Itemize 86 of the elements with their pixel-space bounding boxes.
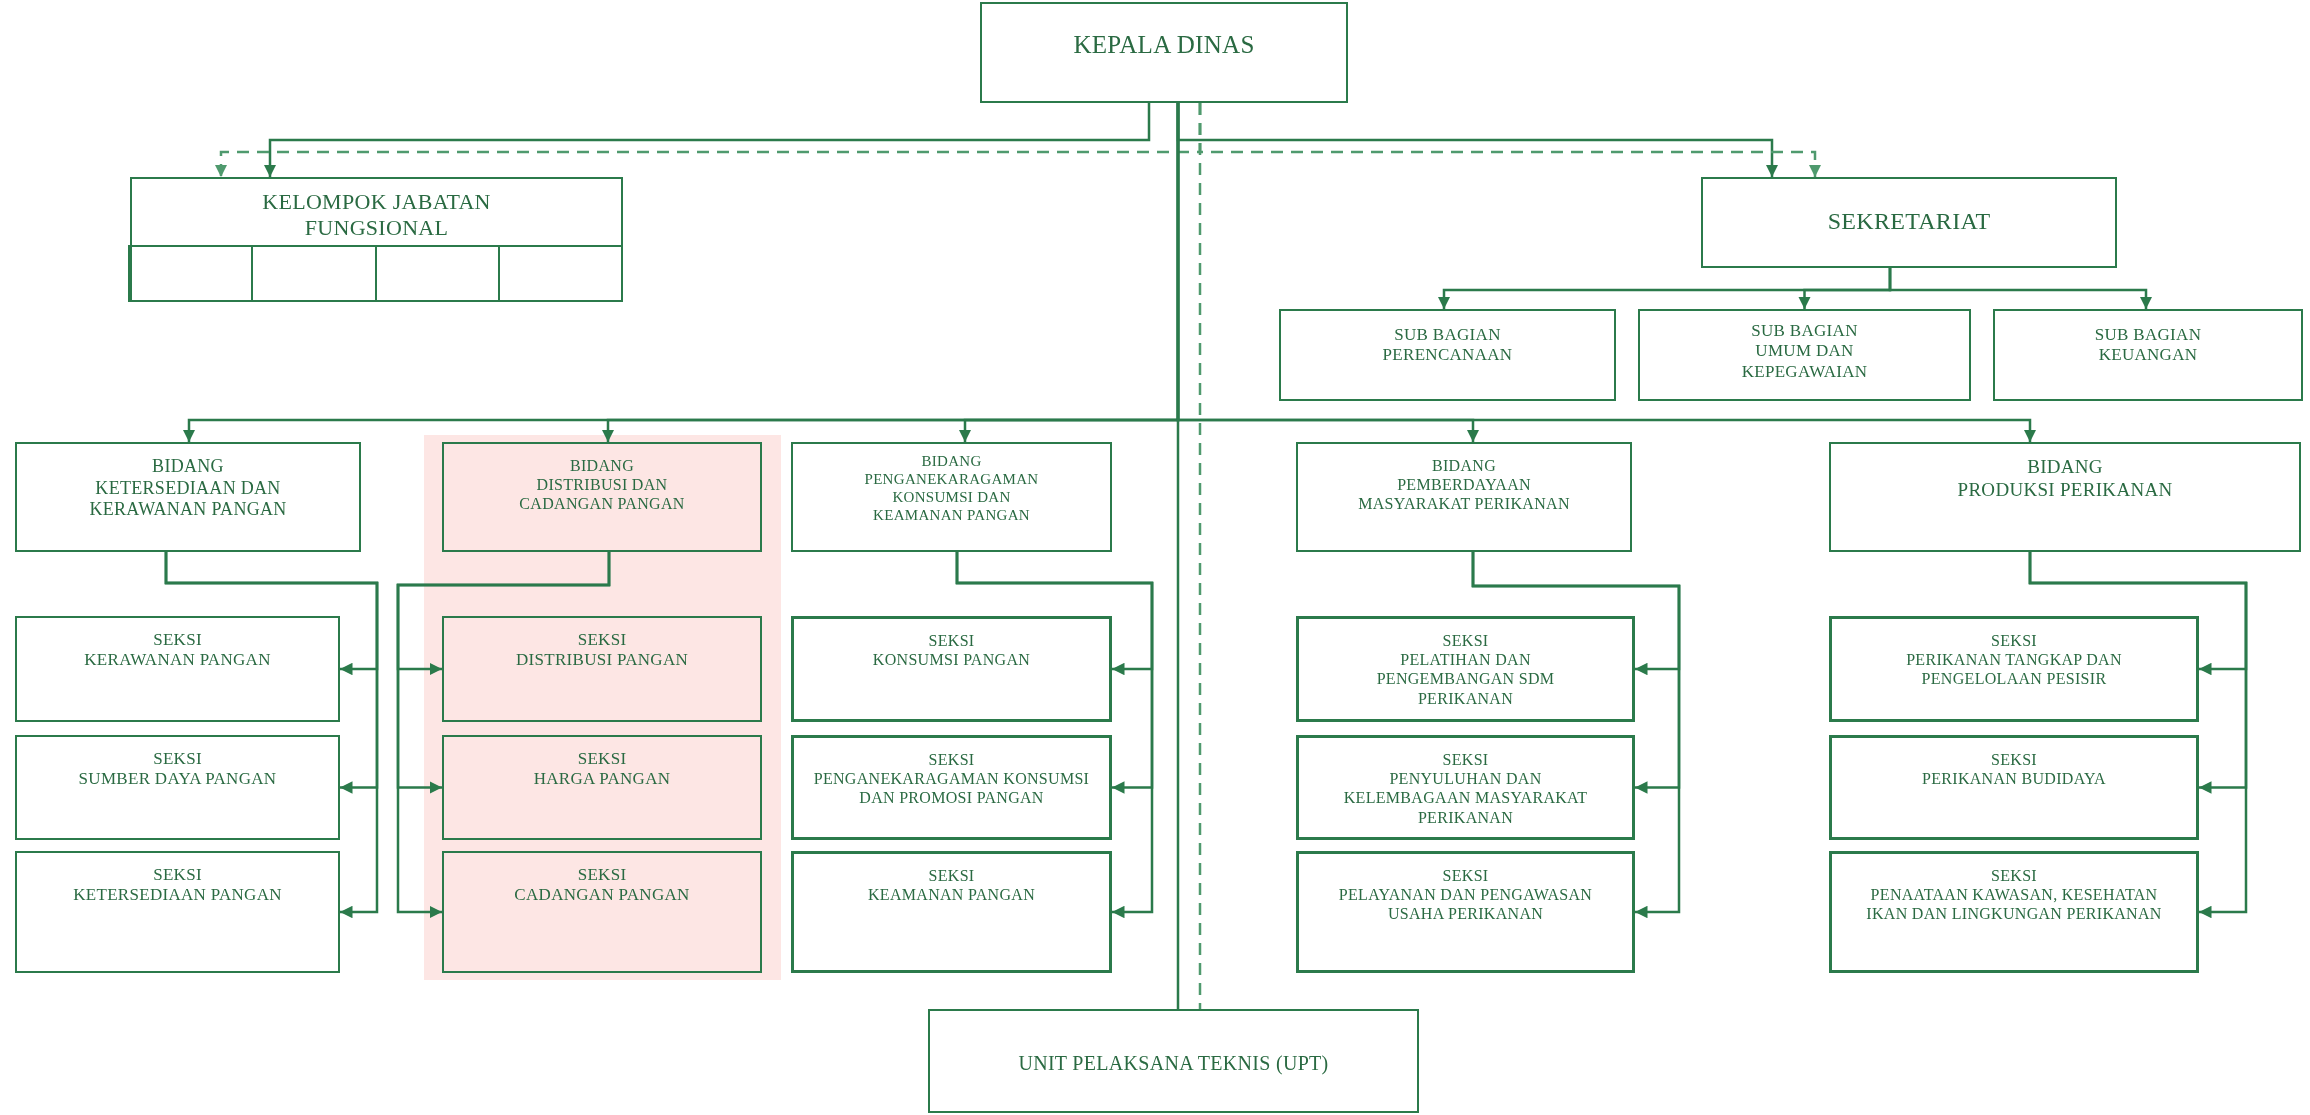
box-title: SEKSI: [153, 749, 202, 770]
box-title: SEKSI: [153, 865, 202, 886]
org-box: [791, 735, 1112, 840]
empty-cell: [128, 245, 254, 302]
connector-arrow: [955, 552, 1154, 919]
box-subtitle: DISTRIBUSI DAN CADANGAN PANGAN: [518, 475, 686, 514]
box-subtitle: PERENCANAAN: [1382, 345, 1513, 366]
org-box: [1279, 309, 1616, 401]
org-box: [1296, 735, 1635, 840]
box-subtitle: KETERSEDIAAN DAN KERAWANAN PANGAN: [88, 477, 288, 521]
box-title: UNIT PELAKSANA TEKNIS (UPT): [1018, 1051, 1329, 1075]
org-box: [1638, 309, 1971, 401]
box-title: SEKSI: [153, 630, 202, 651]
connector-arrow: [396, 552, 611, 919]
box-subtitle: PENYULUHAN DAN KELEMBAGAAN MASYARAKAT PERIKANAN: [1342, 769, 1589, 827]
box-subtitle: KONSUMSI PANGAN: [872, 650, 1031, 670]
box-subtitle: KEAMANAN PANGAN: [868, 885, 1035, 905]
box-subtitle: KETERSEDIAAN PANGAN: [73, 885, 282, 906]
box-title: SEKSI: [1442, 631, 1489, 651]
org-box: [980, 2, 1348, 103]
org-box: [15, 735, 340, 840]
box-subtitle: PENGANEKARAGAMAN KONSUMSI DAN KEAMANAN PANGAN: [863, 470, 1040, 524]
connector-arrow: [164, 552, 379, 919]
connector-line: [1198, 103, 1202, 1009]
box-subtitle: PRODUKSI PERIKANAN: [1957, 478, 2173, 502]
box-subtitle: KEUANGAN: [2098, 345, 2198, 366]
box-title: SEKSI: [1991, 750, 2037, 770]
box-title: BIDANG: [570, 456, 634, 476]
org-box: [1829, 851, 2199, 973]
box-title: SEKSI: [577, 630, 627, 651]
box-subtitle: CADANGAN PANGAN: [514, 885, 690, 906]
box-title: SUB BAGIAN: [1394, 325, 1501, 346]
box-title: BIDANG: [921, 452, 982, 470]
box-subtitle: DISTRIBUSI PANGAN: [515, 650, 689, 671]
box-title: SUB BAGIAN: [2094, 325, 2202, 346]
org-box: [1829, 735, 2199, 840]
box-title: SEKSI: [1442, 866, 1489, 886]
org-box: [1296, 442, 1632, 552]
box-subtitle: PENGANEKARAGAMAN KONSUMSI DAN PROMOSI PANGAN: [812, 769, 1091, 808]
box-title: SEKSI: [577, 865, 627, 886]
box-subtitle: SUMBER DAYA PANGAN: [78, 769, 277, 790]
box-title: SEKRETARIAT: [1827, 207, 1991, 236]
connector-line: [1176, 103, 1180, 1009]
org-box: [442, 851, 762, 973]
org-box: [791, 851, 1112, 973]
box-title: KELOMPOK JABATAN FUNGSIONAL: [261, 189, 492, 242]
org-box: [15, 442, 361, 552]
org-box: [928, 1009, 1419, 1113]
connector-arrow: [1888, 268, 2153, 309]
box-title: SEKSI: [1442, 750, 1489, 770]
box-subtitle: PERIKANAN TANGKAP DAN PENGELOLAAN PESISIR: [1905, 650, 2123, 689]
org-box: [1829, 616, 2199, 722]
box-subtitle: PELAYANAN DAN PENGAWASAN USAHA PERIKANAN: [1337, 885, 1594, 924]
org-box: [15, 851, 340, 973]
box-title: BIDANG: [1432, 456, 1496, 476]
box-title: SEKSI: [928, 631, 975, 651]
org-box: [1296, 616, 1635, 722]
org-box: [442, 735, 762, 840]
org-box: [442, 442, 762, 552]
box-title: BIDANG: [152, 456, 224, 478]
box-subtitle: UMUM DAN KEPEGAWAIAN: [1740, 341, 1869, 383]
box-title: SUB BAGIAN: [1751, 321, 1858, 342]
box-title: SEKSI: [577, 749, 627, 770]
org-box: [791, 442, 1112, 552]
box-title: KEPALA DINAS: [1073, 30, 1255, 60]
connector-arrow: [2028, 552, 2248, 919]
box-title: SEKSI: [928, 866, 975, 886]
box-title: SEKSI: [1991, 631, 2037, 651]
box-subtitle: PELATIHAN DAN PENGEMBANGAN SDM PERIKANAN: [1375, 650, 1556, 708]
org-box: [1993, 309, 2303, 401]
box-subtitle: HARGA PANGAN: [533, 769, 671, 790]
box-title: BIDANG: [2027, 456, 2103, 479]
org-box: [1829, 442, 2301, 552]
box-subtitle: PERIKANAN BUDIDAYA: [1922, 769, 2106, 789]
box-subtitle: KERAWANAN PANGAN: [84, 650, 271, 671]
box-title: SEKSI: [1991, 866, 2037, 886]
org-box: [442, 616, 762, 722]
org-box: [1296, 851, 1635, 973]
box-subtitle: PEMBERDAYAAN MASYARAKAT PERIKANAN: [1357, 475, 1571, 514]
org-box: [791, 616, 1112, 722]
org-box: [15, 616, 340, 722]
org-box: [1701, 177, 2117, 268]
box-subtitle: PENAATAAN KAWASAN, KESEHATAN IKAN DAN LINGKUNGAN PERIKANAN: [1865, 885, 2163, 924]
box-title: SEKSI: [928, 750, 975, 770]
org-box: [130, 177, 623, 302]
connector-arrow: [1471, 552, 1681, 919]
